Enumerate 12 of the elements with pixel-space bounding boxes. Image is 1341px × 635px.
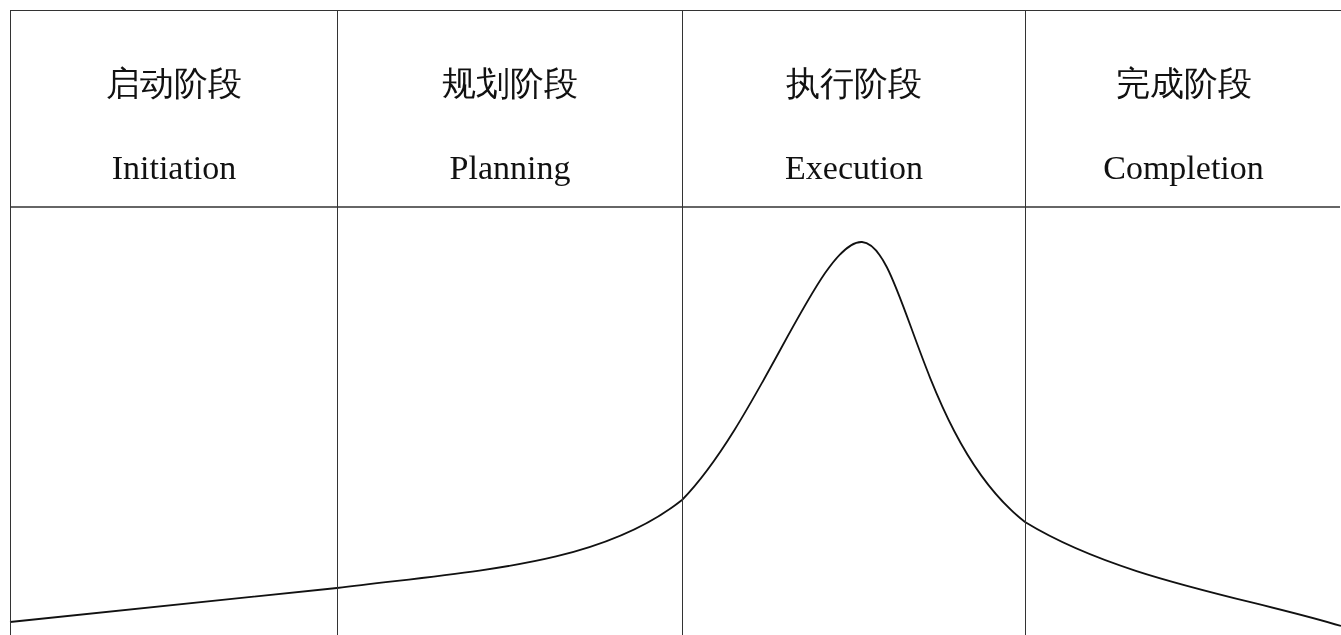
phase-name-english: Execution	[785, 149, 923, 187]
phase-name: 完成阶段	[1115, 62, 1252, 105]
phase-name: 规划阶段	[442, 62, 578, 105]
phase-name: 执行阶段	[786, 62, 922, 105]
phase-name-english: Completion	[1103, 149, 1264, 187]
phase-column	[682, 10, 1025, 635]
phase-column	[1025, 10, 1341, 635]
phase-name-english: Initiation	[111, 149, 237, 187]
phase-column	[337, 10, 682, 635]
phase-column	[10, 10, 337, 635]
phase-name: 启动阶段	[106, 62, 242, 105]
phase-name-english: Planning	[449, 149, 571, 187]
